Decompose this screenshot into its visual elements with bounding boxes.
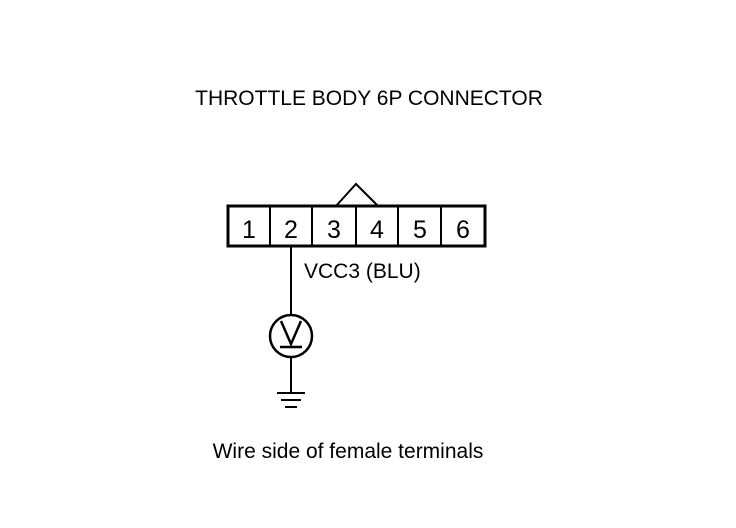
voltmeter-icon xyxy=(268,313,314,359)
pin-1-label: 1 xyxy=(242,216,256,244)
diagram-title: THROTTLE BODY 6P CONNECTOR xyxy=(195,87,543,110)
pin-5-label: 5 xyxy=(413,216,427,244)
connector-lock-tab xyxy=(335,182,379,207)
pin-2-label: 2 xyxy=(284,216,298,244)
ground-icon xyxy=(277,392,305,408)
wire-label: VCC3 (BLU) xyxy=(304,260,421,283)
pin-3-label: 3 xyxy=(327,216,341,244)
pin-4-label: 4 xyxy=(370,216,384,244)
connector-dividers xyxy=(269,206,442,246)
diagram-caption: Wire side of female terminals xyxy=(213,440,484,463)
pin-6-label: 6 xyxy=(456,216,470,244)
